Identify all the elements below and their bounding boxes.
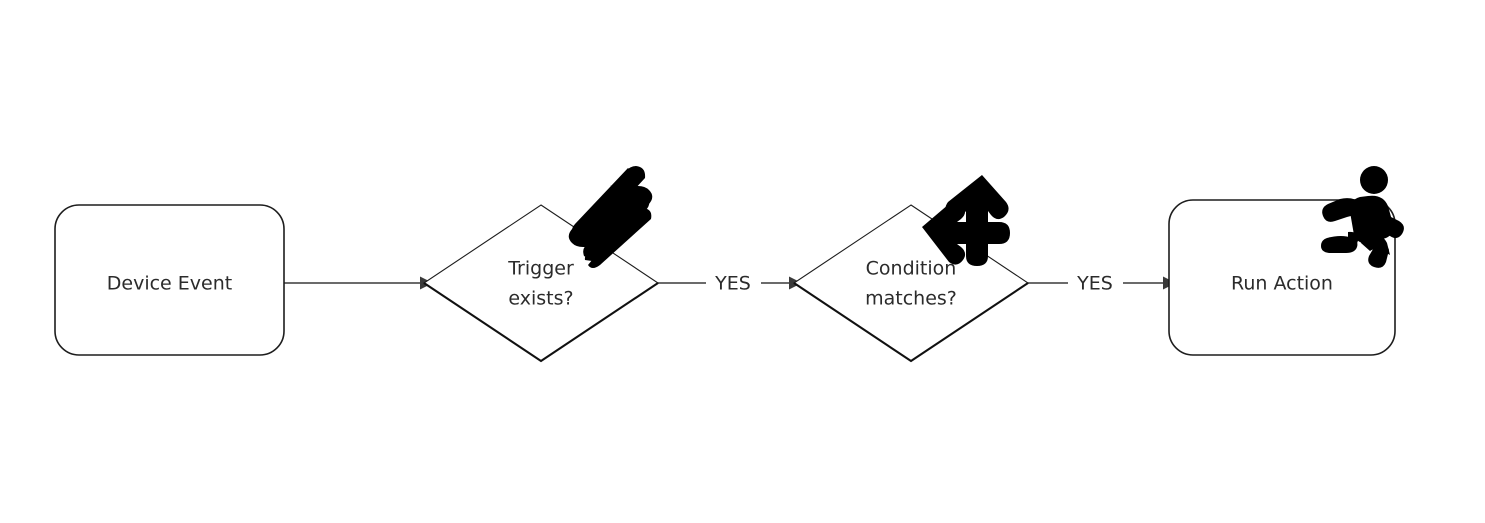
- edge-trigger-to-condition: YES: [658, 273, 802, 295]
- run-action-label: Run Action: [1231, 273, 1333, 295]
- running-person-icon: [1321, 166, 1404, 268]
- edge-label-yes-2: YES: [1076, 273, 1113, 295]
- condition-matches-diamond-shadow: [793, 282, 1029, 363]
- branch-arrow-icon: [922, 175, 1010, 266]
- trigger-exists-label-line1: Trigger: [507, 258, 574, 280]
- trigger-exists-diamond-shadow: [423, 282, 659, 363]
- edge-condition-to-action: YES: [1028, 273, 1176, 295]
- edge-event-to-trigger: [284, 276, 433, 290]
- node-device-event[interactable]: Device Event: [54, 204, 285, 356]
- lightning-bolt-icon: [568, 166, 653, 268]
- edge-label-yes-1: YES: [714, 273, 751, 295]
- condition-matches-label-line1: Condition: [866, 258, 957, 280]
- device-event-box[interactable]: [54, 204, 285, 356]
- trigger-exists-label-line2: exists?: [508, 288, 573, 310]
- device-event-label: Device Event: [107, 273, 232, 295]
- condition-matches-label-line2: matches?: [865, 288, 957, 310]
